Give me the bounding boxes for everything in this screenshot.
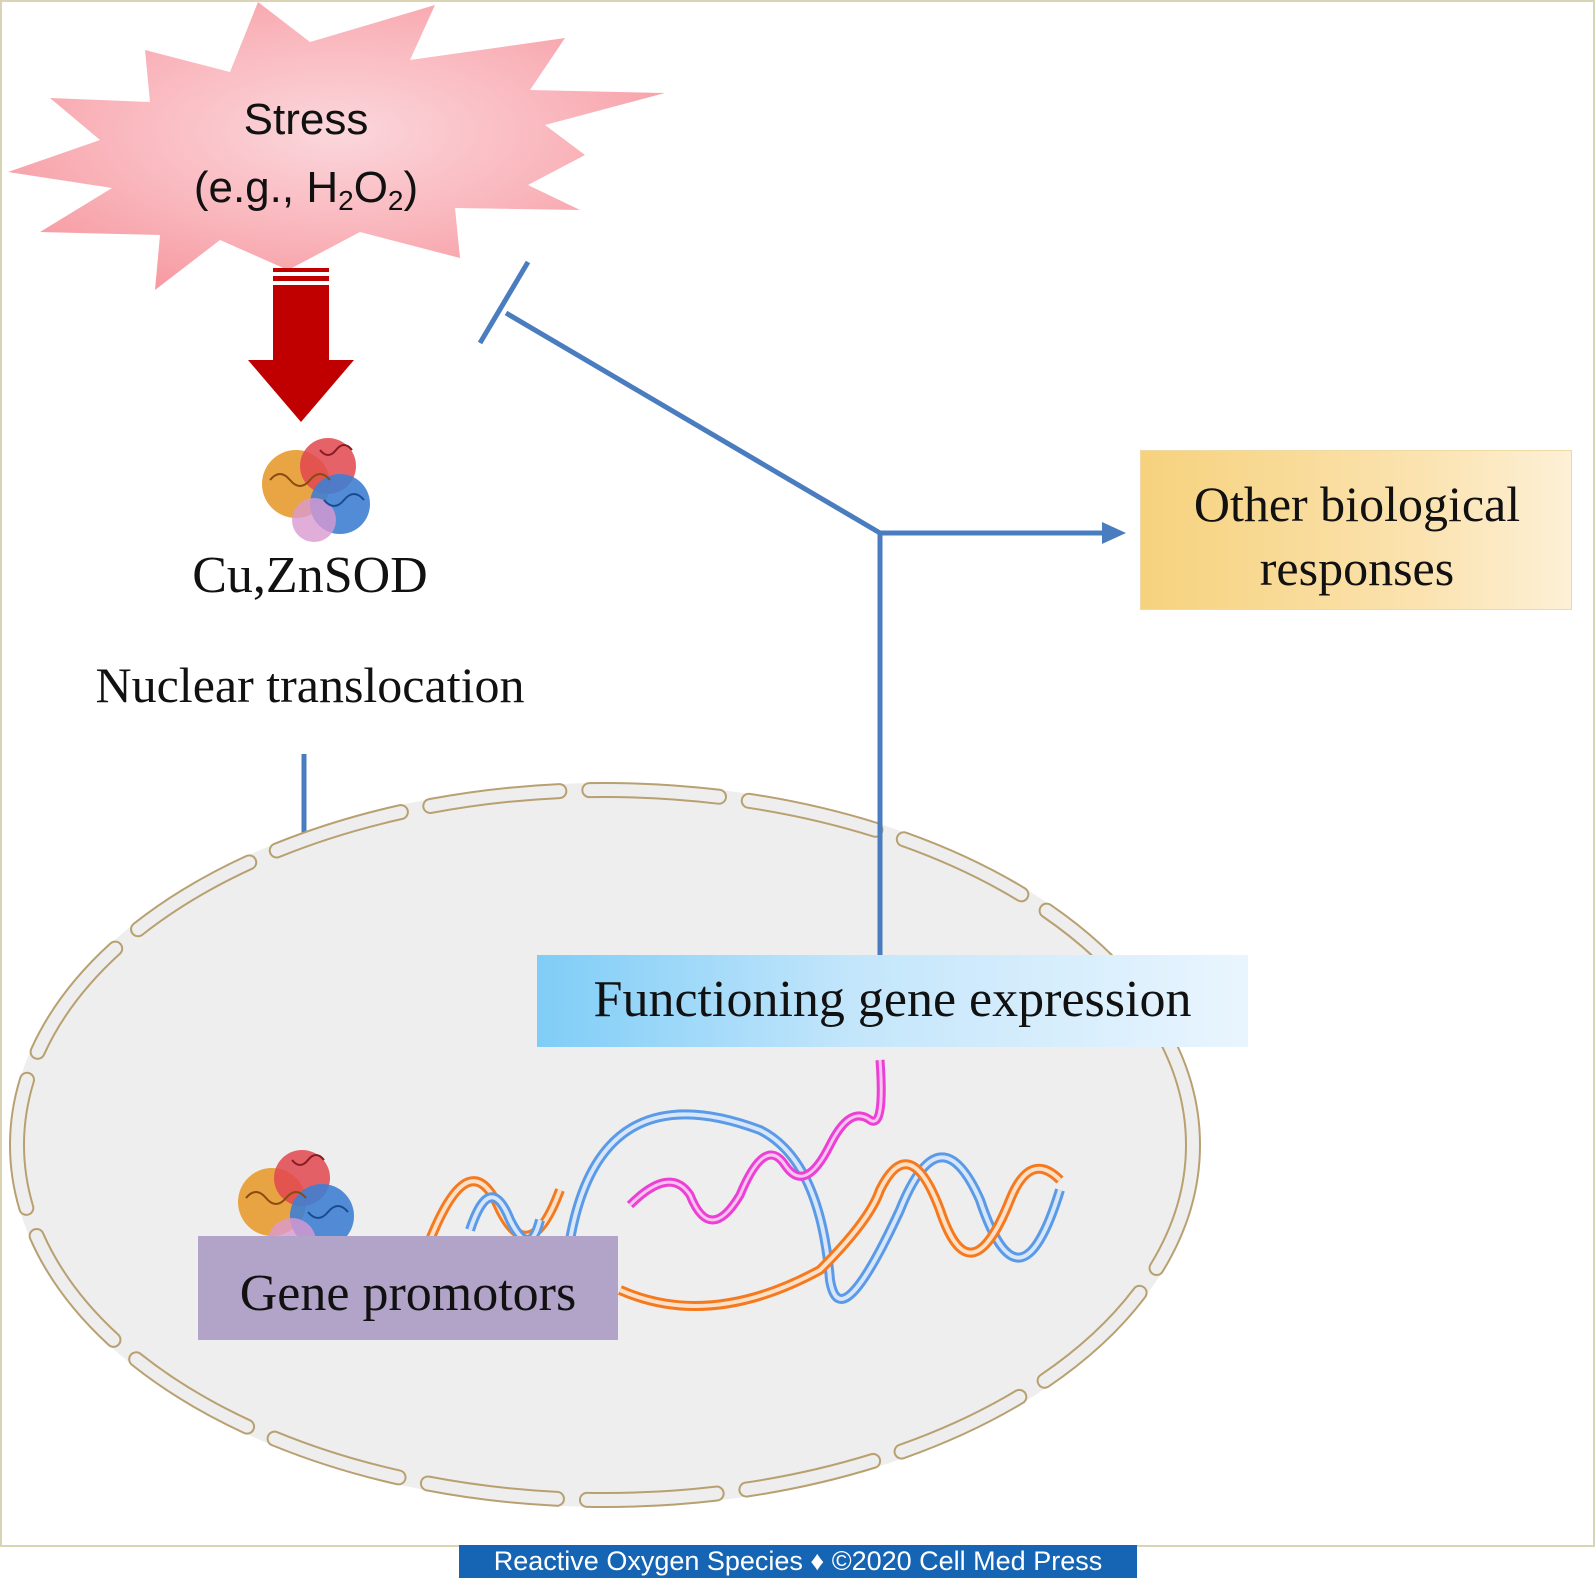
- gene-promotors-box: Gene promotors: [198, 1236, 618, 1340]
- translocation-label: Nuclear translocation: [95, 657, 525, 713]
- stress-example-label: (e.g., H2O2): [0, 166, 612, 215]
- gene-expression-label: Functioning gene expression: [593, 971, 1192, 1028]
- enzyme-label: Cu,ZnSOD: [192, 547, 428, 604]
- mrna-strand: [626, 1059, 886, 1225]
- stress-activation-arrow: [248, 268, 354, 422]
- dna-double-helix: [425, 1109, 1065, 1311]
- gene-expression-box: Functioning gene expression: [537, 955, 1248, 1047]
- gene-promotors-label: Gene promotors: [239, 1265, 577, 1322]
- stress-example-mid: O: [353, 163, 388, 212]
- feedback-pathway: [477, 260, 1105, 955]
- stress-example-suffix: ): [403, 163, 419, 212]
- sod-protein-icon: [262, 438, 370, 542]
- stress-subscript-2: 2: [387, 185, 404, 216]
- stress-burst-shape: [8, 2, 665, 290]
- stress-example-prefix: (e.g., H: [193, 163, 339, 212]
- stress-subscript-1: 2: [338, 185, 354, 216]
- footer-credit: Reactive Oxygen Species ♦ ©2020 Cell Med…: [459, 1545, 1137, 1578]
- other-responses-box: Other biological responses: [1140, 450, 1572, 610]
- stress-label: Stress: [243, 95, 369, 144]
- other-responses-label: Other biological responses: [1193, 476, 1521, 596]
- other-responses-arrowhead: [1102, 522, 1126, 544]
